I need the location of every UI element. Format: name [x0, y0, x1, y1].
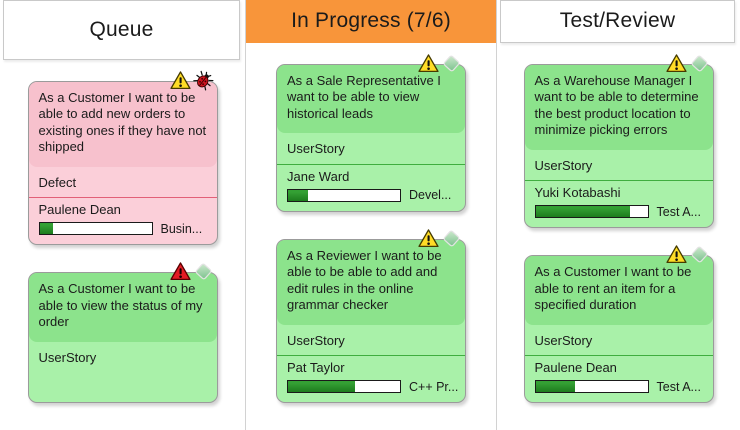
card-title: As a Sale Representative I want to be ab…	[277, 64, 465, 133]
card-type-label: UserStory	[38, 349, 97, 365]
card-title: As a Reviewer I want to be able to be ab…	[277, 239, 465, 325]
card-assignee: Paulene Dean	[534, 360, 617, 375]
bug-icon	[192, 70, 214, 91]
card-assignee: Jane Ward	[287, 168, 350, 184]
progress-label: Test A...	[656, 204, 701, 219]
card-footer: Yuki Kotabashi Test A...	[524, 180, 713, 228]
warning-yellow-icon	[665, 53, 687, 74]
card-assignee: Paulene Dean	[38, 202, 121, 217]
column-body: As a Sale Representative I want to be ab…	[246, 43, 496, 430]
column-body: As a Warehouse Manager I want to be able…	[497, 43, 740, 430]
progress-label: Devel...	[409, 188, 452, 202]
card-type-label: UserStory	[287, 332, 345, 348]
card-status-icons	[169, 70, 214, 91]
card-footer: Pat Taylor C++ Pr...	[277, 355, 465, 402]
progress-fill	[288, 381, 356, 393]
card-status-icons	[665, 244, 710, 265]
task-card[interactable]: As a Customer I want to be able to view …	[27, 262, 218, 403]
task-card[interactable]: As a Customer I want to be able to add n…	[27, 70, 218, 245]
card-title: As a Customer I want to be able to rent …	[524, 256, 713, 325]
tag-icon	[441, 228, 462, 249]
card-status-icons	[665, 53, 710, 74]
progress-label: C++ Pr...	[409, 379, 459, 394]
kanban-column-in-progress-7-6: In Progress (7/6) As a Sale Representati…	[246, 0, 497, 430]
tag-icon	[441, 53, 462, 74]
card-progress-row: Test A...	[525, 203, 713, 228]
warning-yellow-icon	[169, 70, 191, 91]
card-type-label: UserStory	[287, 141, 345, 156]
warning-yellow-icon	[418, 228, 439, 249]
kanban-column-test-review: Test/Review As a Warehouse Manager I wan…	[497, 0, 740, 430]
tag-icon	[689, 53, 710, 74]
kanban-column-queue: Queue As a Customer I want to be able to…	[0, 0, 246, 430]
progress-bar	[534, 205, 649, 219]
tag-icon	[689, 244, 710, 265]
progress-bar	[534, 380, 649, 394]
progress-bar	[38, 222, 153, 236]
card-progress-row: Devel...	[277, 186, 465, 211]
progress-label: Test A...	[656, 379, 701, 394]
progress-bar	[287, 380, 401, 394]
card-title: As a Warehouse Manager I want to be able…	[524, 64, 713, 150]
card-type-label: Defect	[38, 174, 77, 190]
progress-fill	[535, 206, 630, 218]
card-progress-row: Busin...	[29, 220, 217, 245]
card-status-icons	[418, 228, 462, 249]
warning-red-icon	[169, 261, 191, 282]
card-type-label: UserStory	[534, 332, 593, 348]
task-card[interactable]: As a Reviewer I want to be able to be ab…	[276, 228, 466, 403]
progress-fill	[535, 381, 575, 393]
column-header-queue: Queue	[3, 0, 240, 60]
column-header-test-review: Test/Review	[500, 0, 735, 43]
column-body: As a Customer I want to be able to add n…	[0, 60, 245, 430]
card-status-icons	[169, 261, 214, 282]
progress-fill	[39, 223, 53, 235]
progress-bar	[287, 188, 401, 202]
task-card[interactable]: As a Customer I want to be able to rent …	[523, 245, 714, 403]
card-footer: Paulene Dean Test A...	[524, 355, 713, 403]
column-header-in-progress-7-6: In Progress (7/6)	[246, 0, 496, 43]
card-status-icons	[418, 53, 462, 74]
card-footer: Paulene Dean Busin...	[28, 197, 217, 245]
warning-yellow-icon	[418, 53, 439, 74]
tag-icon	[193, 261, 214, 282]
card-title: As a Customer I want to be able to add n…	[28, 81, 217, 167]
task-card[interactable]: As a Sale Representative I want to be ab…	[276, 53, 466, 212]
warning-yellow-icon	[665, 244, 687, 265]
progress-fill	[288, 189, 309, 201]
card-type-label: UserStory	[534, 157, 593, 173]
card-progress-row: C++ Pr...	[277, 378, 465, 403]
card-assignee: Pat Taylor	[287, 360, 345, 375]
card-footer: Jane Ward Devel...	[277, 163, 465, 211]
task-card[interactable]: As a Warehouse Manager I want to be able…	[523, 53, 714, 228]
progress-label: Busin...	[160, 221, 203, 236]
card-assignee: Yuki Kotabashi	[534, 185, 621, 200]
card-progress-row: Test A...	[525, 378, 713, 403]
card-title: As a Customer I want to be able to view …	[28, 273, 217, 342]
